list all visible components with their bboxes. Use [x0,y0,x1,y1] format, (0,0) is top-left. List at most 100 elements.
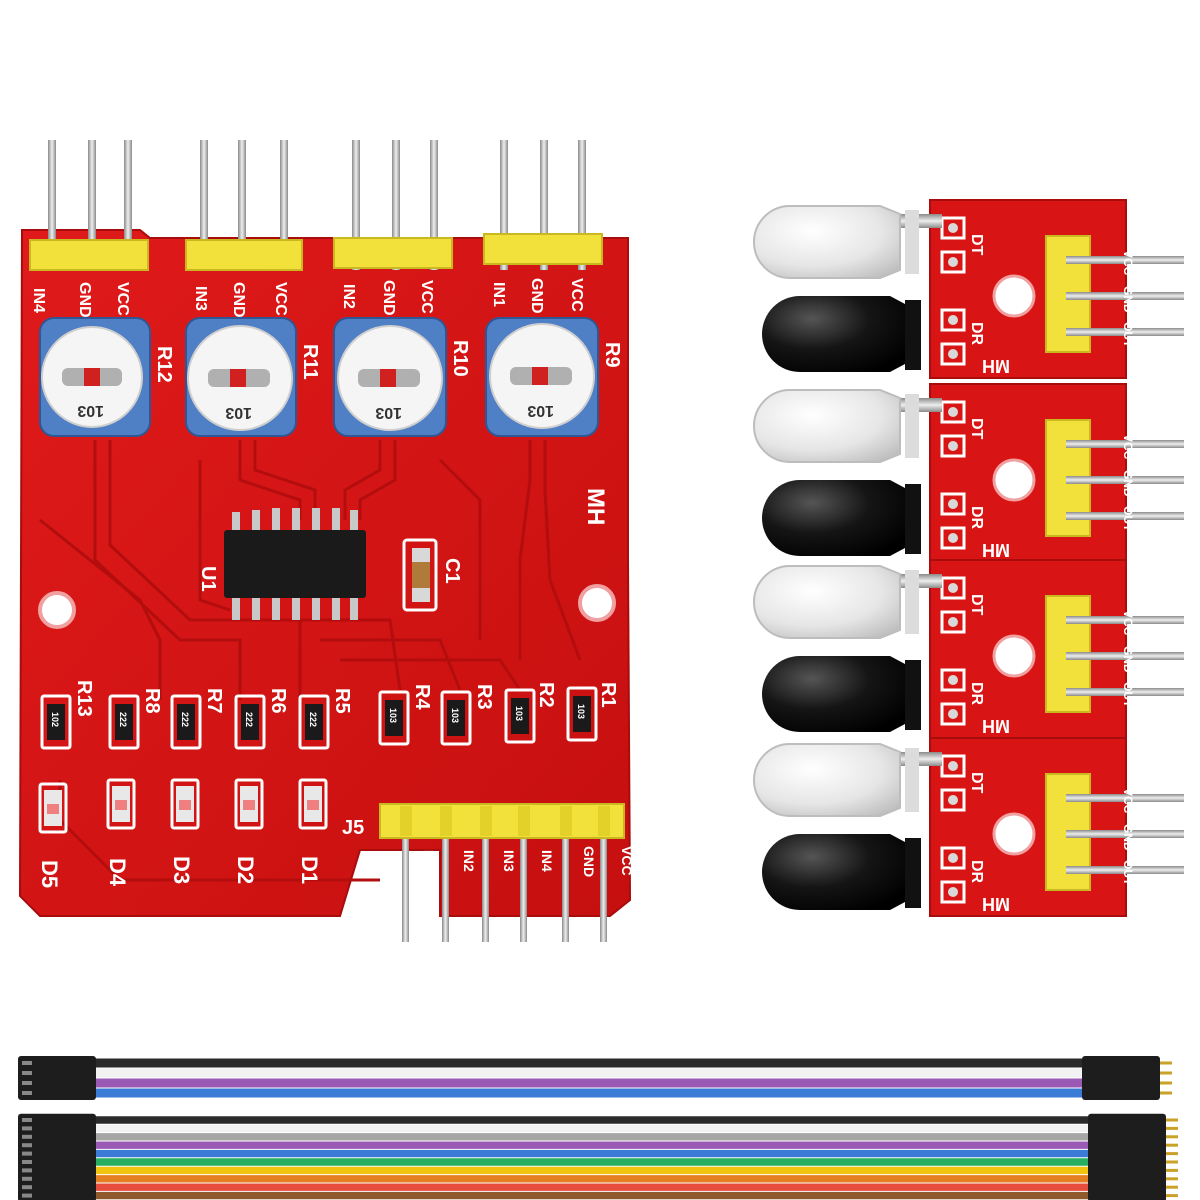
connector-socket [22,1185,32,1190]
jumper-wire [77,1191,1107,1200]
resistor: 102 [40,694,72,750]
resistor-label: R4 [411,684,433,710]
ir-receiver-led [762,480,905,556]
pin-label: GND [1121,286,1135,313]
mounting-hole [992,812,1036,856]
solder-joint [948,349,958,359]
led-rim [905,570,919,634]
connector-pin [1160,1091,1172,1095]
resistor-label: R2 [535,682,557,708]
jumper-wire [77,1077,1101,1089]
connector-socket [22,1061,32,1065]
resistor-code: 102 [50,712,60,727]
connector-socket [22,1126,32,1131]
jumper-wire [77,1087,1101,1099]
potentiometer-r12: 103 [39,317,151,437]
led-rim [905,394,919,458]
header-pin [1066,292,1184,300]
led-rim [905,660,921,730]
header-pin [1066,866,1184,874]
connector-pin [1166,1160,1178,1164]
solder-pad [940,526,966,550]
pin-label: VCC [272,282,289,316]
pot-label: R11 [299,344,321,380]
header-pin [1066,616,1184,624]
top-header-2 [185,140,303,271]
connector-socket [22,1151,32,1156]
potentiometer-r9: 103 [485,317,599,437]
solder-joint [948,761,958,771]
potentiometer-r11: 103 [185,317,297,437]
led-label: D4 [105,858,130,887]
connector-pin [1166,1135,1178,1139]
resistor-label: R3 [473,684,495,710]
pin-label: VCC [1121,610,1135,636]
mounting-hole [992,458,1036,502]
led-label: D5 [37,860,62,888]
resistor: 103 [440,690,472,746]
dupont-connector-right [1082,1056,1160,1100]
resistor: 103 [504,688,536,744]
solder-joint [948,441,958,451]
pcb-traces [39,440,582,882]
smd-led [38,782,68,834]
sensor-label-dr: DR [968,322,985,346]
pot-marking: 103 [77,402,104,419]
solder-pad [940,250,966,274]
resistor-code: 103 [514,706,524,721]
pin-label: GND [581,846,597,877]
resistor: 222 [234,694,266,750]
connector-socket [22,1143,32,1148]
mounting-hole [578,584,616,622]
solder-pad [940,308,966,332]
solder-pad [940,610,966,634]
solder-joint [948,223,958,233]
connector-label: J5 [342,817,364,839]
resistor-code: 222 [118,712,128,727]
pin-label: IN3 [192,286,209,311]
pin-label: IN3 [501,850,517,872]
capacitor-label: C1 [441,558,463,584]
pin-label: IN2 [461,850,477,872]
solder-pad [940,846,966,870]
solder-pad [940,342,966,366]
ir-emitter-led [753,389,901,463]
header-1-labels: IN4 GND VCC [30,282,131,318]
connector-socket [22,1168,32,1173]
resistor: 222 [298,694,330,750]
solder-joint [948,617,958,627]
ic-chip [224,508,366,620]
connector-pin [1166,1143,1178,1147]
pin-label: GND [1121,470,1135,497]
led-rim [905,300,921,370]
solder-pad [940,702,966,726]
connector-socket [22,1071,32,1075]
connector-pin [1166,1177,1178,1181]
smd-led [298,778,328,830]
ir-emitter-led [753,743,901,817]
pin-label: GND [230,282,247,318]
sensor-marking: MH [982,540,1010,560]
connector-socket [22,1160,32,1164]
sensor-label-dt: DT [968,234,985,256]
pin-label: IN1 [490,282,507,307]
connector-socket [22,1118,32,1122]
solder-joint [948,407,958,417]
smd-led [170,778,200,830]
jumper-wire [77,1067,1101,1079]
pin-label: GND [1121,646,1135,673]
pin-label: OUT [1121,506,1135,532]
jumper-wire [77,1132,1107,1142]
solder-joint [948,795,958,805]
sensor-label-dt: DT [968,772,985,794]
jumper-wire [77,1115,1107,1125]
resistor-row: 102 222 222 222 222 [40,686,598,750]
connector-socket [22,1176,32,1181]
resistor-label: R7 [203,688,225,714]
resistor-code: 222 [244,712,254,727]
